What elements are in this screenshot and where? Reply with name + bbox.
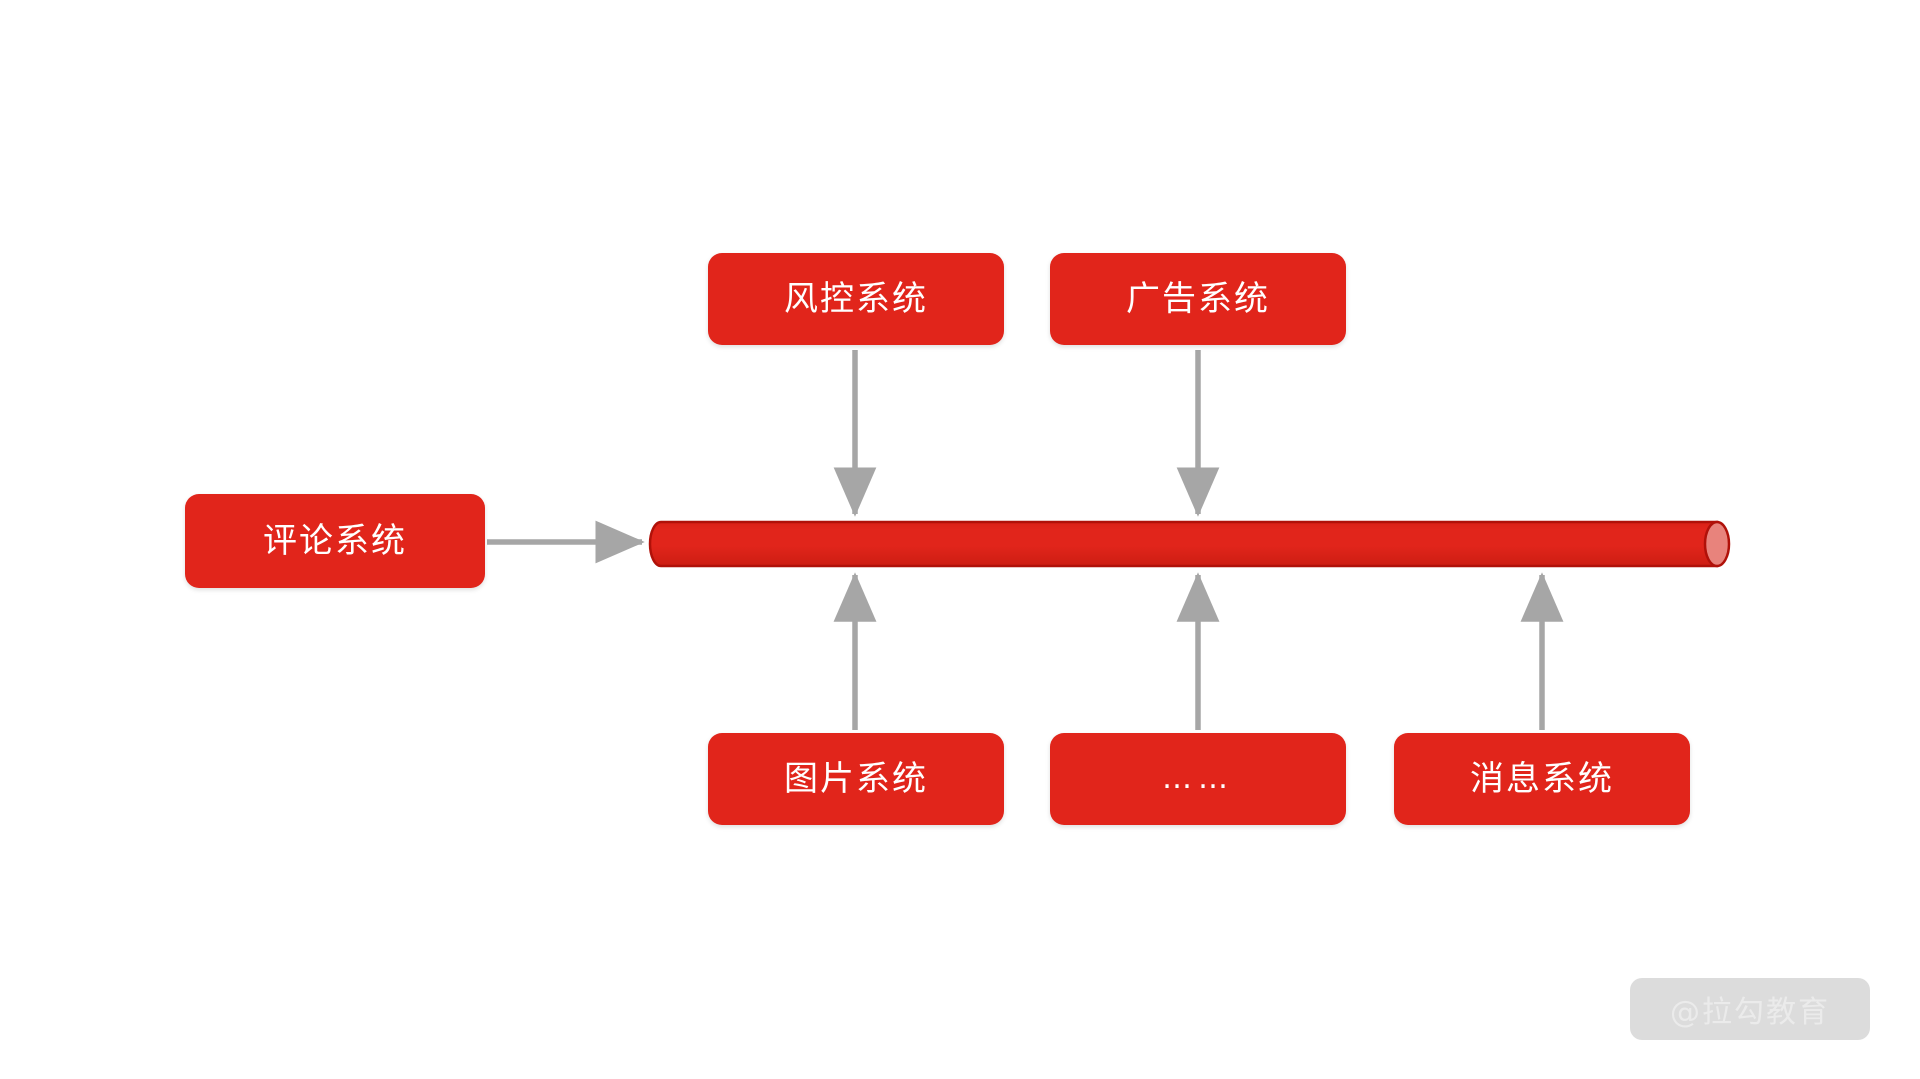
- node-risk-control-system[interactable]: 风控系统: [708, 253, 1004, 345]
- node-other-system-label: ……: [1162, 761, 1234, 796]
- queue-body: [648, 520, 1719, 568]
- node-other-system[interactable]: ……: [1050, 733, 1346, 825]
- node-image-system-label: 图片系统: [784, 759, 928, 799]
- node-advertising-system[interactable]: 广告系统: [1050, 253, 1346, 345]
- node-advertising-system-label: 广告系统: [1126, 279, 1270, 319]
- queue-end-cap: [1703, 520, 1731, 568]
- watermark: @拉勾教育: [1630, 978, 1870, 1040]
- node-comment-system[interactable]: 评论系统: [185, 494, 485, 588]
- node-comment-system-label: 评论系统: [263, 521, 407, 561]
- node-message-system-label: 消息系统: [1470, 759, 1614, 799]
- node-message-system[interactable]: 消息系统: [1394, 733, 1690, 825]
- node-risk-control-system-label: 风控系统: [784, 279, 928, 319]
- watermark-label: @拉勾教育: [1670, 995, 1830, 1030]
- node-image-system[interactable]: 图片系统: [708, 733, 1004, 825]
